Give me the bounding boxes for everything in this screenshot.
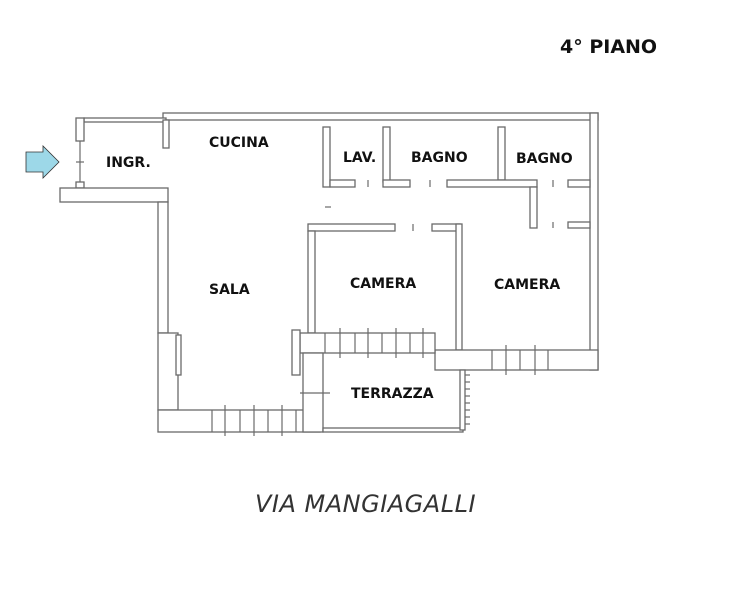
room-label-terrazza: TERRAZZA — [351, 386, 434, 402]
room-label-ingresso: INGR. — [106, 155, 151, 171]
terrace-railing — [465, 374, 470, 425]
room-label-cucina: CUCINA — [209, 135, 269, 151]
room-label-camera-2: CAMERA — [494, 277, 560, 293]
room-label-sala: SALA — [209, 282, 250, 298]
street-name: VIA MANGIAGALLI — [254, 490, 477, 518]
room-label-bagno-2: BAGNO — [516, 151, 573, 167]
room-label-camera-1: CAMERA — [350, 276, 416, 292]
walls — [59, 112, 599, 436]
room-label-bagno-1: BAGNO — [411, 150, 468, 166]
floor-title: 4° PIANO — [560, 36, 658, 58]
room-label-lavanderia: LAV. — [343, 150, 376, 166]
entrance-arrow-icon — [25, 145, 60, 179]
